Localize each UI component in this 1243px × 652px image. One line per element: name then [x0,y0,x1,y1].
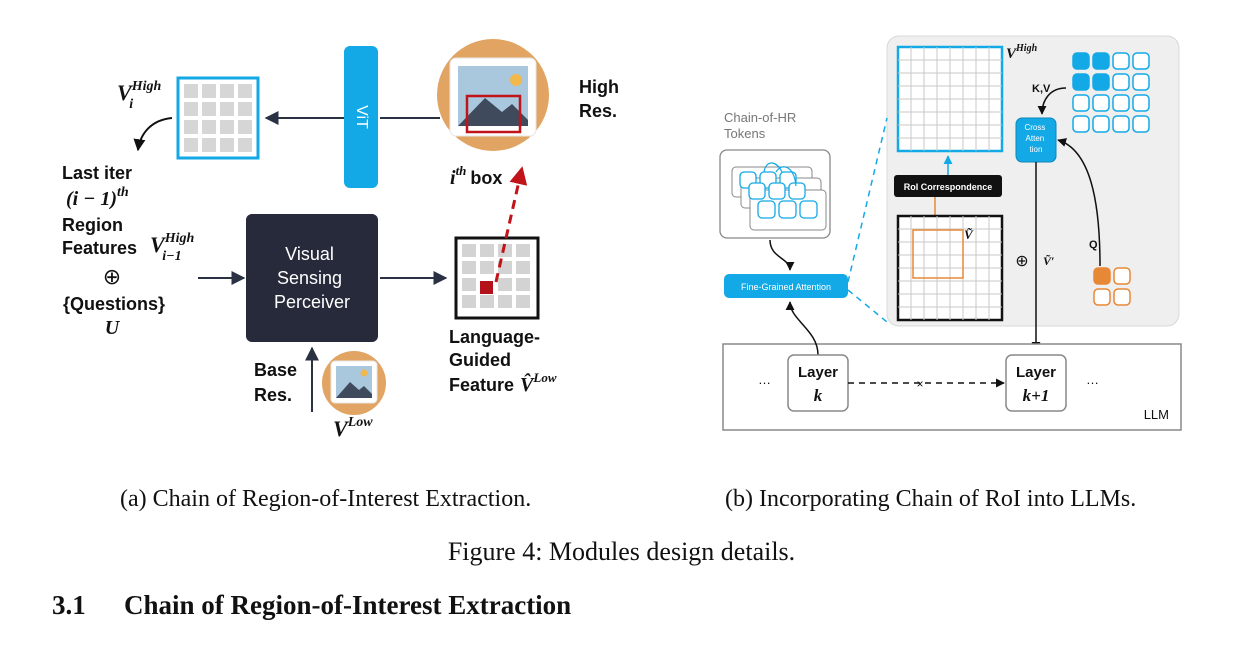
caption-b: (b) Incorporating Chain of RoI into LLMs… [725,486,1137,512]
svg-text:Layer: Layer [798,364,838,381]
roi-red-box [465,94,522,134]
v-high-i-grid [176,76,260,160]
visual-sensing-perceiver: Visual Sensing Perceiver [246,214,378,342]
v-prime-label: Ṽ′ [1043,254,1054,268]
kv-arrow [1037,87,1067,115]
oplus-a: ⊕ [103,264,121,289]
zoom-line-bottom [847,289,888,323]
arrow-layer-to-fga [785,301,819,356]
svg-text:Fine-Grained Attention: Fine-Grained Attention [741,282,831,292]
svg-text:Cross Atten ti: Cross Atten tion [1024,123,1047,154]
high-res-image-icon [437,39,549,151]
section-number: 3.1 [52,590,86,620]
v-tilde-grid [896,214,1004,322]
figure-caption: Figure 4: Modules design details. [447,537,796,566]
region-label: Region [62,215,123,235]
v-high-grid-b [896,45,1004,153]
panel-b: VHigh K,V Cross Atten tion RoI Correspon… [719,35,1182,431]
v-low-label: VLow [333,415,373,441]
q-label: Q [1089,239,1098,251]
zoom-line-top [847,117,888,283]
kv-token-grid [1072,52,1150,133]
questions-label: {Questions} [63,294,165,314]
ellipsis-right: … [1086,372,1099,387]
kv-label: K,V [1032,83,1051,95]
layer-k1-box: Layer k+1 [1005,354,1067,412]
chain-tokens-box [719,149,831,239]
section-title: Chain of Region-of-Interest Extraction [124,590,572,620]
cross-attention-box: Cross Atten tion [1015,117,1057,163]
q-token-grid [1093,267,1131,306]
vit-label: ViT [353,105,370,129]
layer-k-box: Layer k [787,354,849,412]
high-res-label: High Res. [579,77,624,121]
llm-label: LLM [1144,407,1169,422]
section-heading: 3.1 Chain of Region-of-Interest Extractio… [52,590,571,621]
arrow-chain-to-fga [769,239,795,271]
vit-block: ViT [344,46,378,188]
features-label: Features [62,238,137,258]
roi-correspondence-box: RoI Correspondence [894,175,1002,197]
svg-text:k: k [814,386,823,405]
v-tilde-label: Ṽ [964,227,974,242]
ellipsis-left: … [758,372,771,387]
svg-text:Visual Sensing: Visual Sensing Perceiver [274,244,350,312]
base-res-label: Base Res. [254,360,302,405]
fine-grained-attention-box: Fine-Grained Attention [724,274,848,298]
u-label: U [105,317,121,339]
low-res-image-icon [322,351,386,415]
q-arrow [1057,138,1101,267]
language-guided-feature-grid [454,236,540,320]
caption-a: (a) Chain of Region-of-Interest Extracti… [120,486,532,512]
oplus-b: ⊕ [1015,253,1028,270]
curve-arrow-to-last-iter [133,117,173,152]
red-dashed-arrow [494,166,528,283]
language-guided-label: Language- Guided [449,327,545,370]
svg-text:k+1: k+1 [1023,386,1050,405]
svg-text:Layer: Layer [1016,364,1056,381]
cross-mark: × [916,377,923,391]
last-iter-label: Last iter [62,163,132,183]
svg-text:RoI Correspondence: RoI Correspondence [904,182,993,192]
i-minus-1-label: (i − 1)th [66,185,129,210]
chain-tokens-label: Chain-of-HR Tokens [724,110,800,141]
v-high-label-b: VHigh [1006,43,1038,62]
